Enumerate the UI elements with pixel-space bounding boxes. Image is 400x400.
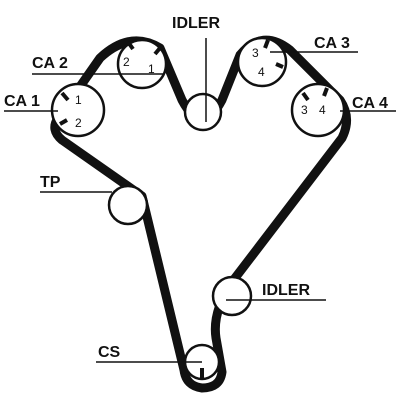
ca3-mark-4: 4	[258, 65, 265, 79]
pulley-idler-top	[183, 92, 223, 132]
pulley-ca1: 1 2	[50, 82, 106, 138]
ca4-mark-3: 3	[301, 103, 308, 117]
pulley-idler-bottom	[211, 275, 253, 317]
label-idler-top: IDLER	[172, 15, 220, 32]
label-cs: CS	[98, 344, 121, 361]
pulley-tp	[107, 184, 149, 226]
label-ca3: CA 3	[314, 35, 350, 52]
pulley-ca2: 2 1	[116, 38, 168, 90]
pulley-ca3: 3 4	[236, 36, 288, 88]
ca2-mark-2: 2	[123, 55, 130, 69]
label-idler-bottom: IDLER	[262, 282, 310, 299]
ca4-mark-4: 4	[319, 103, 326, 117]
pulley-ca4: 3 4	[290, 82, 346, 138]
label-ca1: CA 1	[4, 93, 40, 110]
label-tp: TP	[40, 174, 61, 191]
ca2-mark-1: 1	[148, 62, 155, 76]
ca1-mark-1: 1	[75, 93, 82, 107]
ca3-mark-3: 3	[252, 46, 259, 60]
label-ca4: CA 4	[352, 95, 388, 112]
label-ca2: CA 2	[32, 55, 68, 72]
ca1-mark-2: 2	[75, 116, 82, 130]
